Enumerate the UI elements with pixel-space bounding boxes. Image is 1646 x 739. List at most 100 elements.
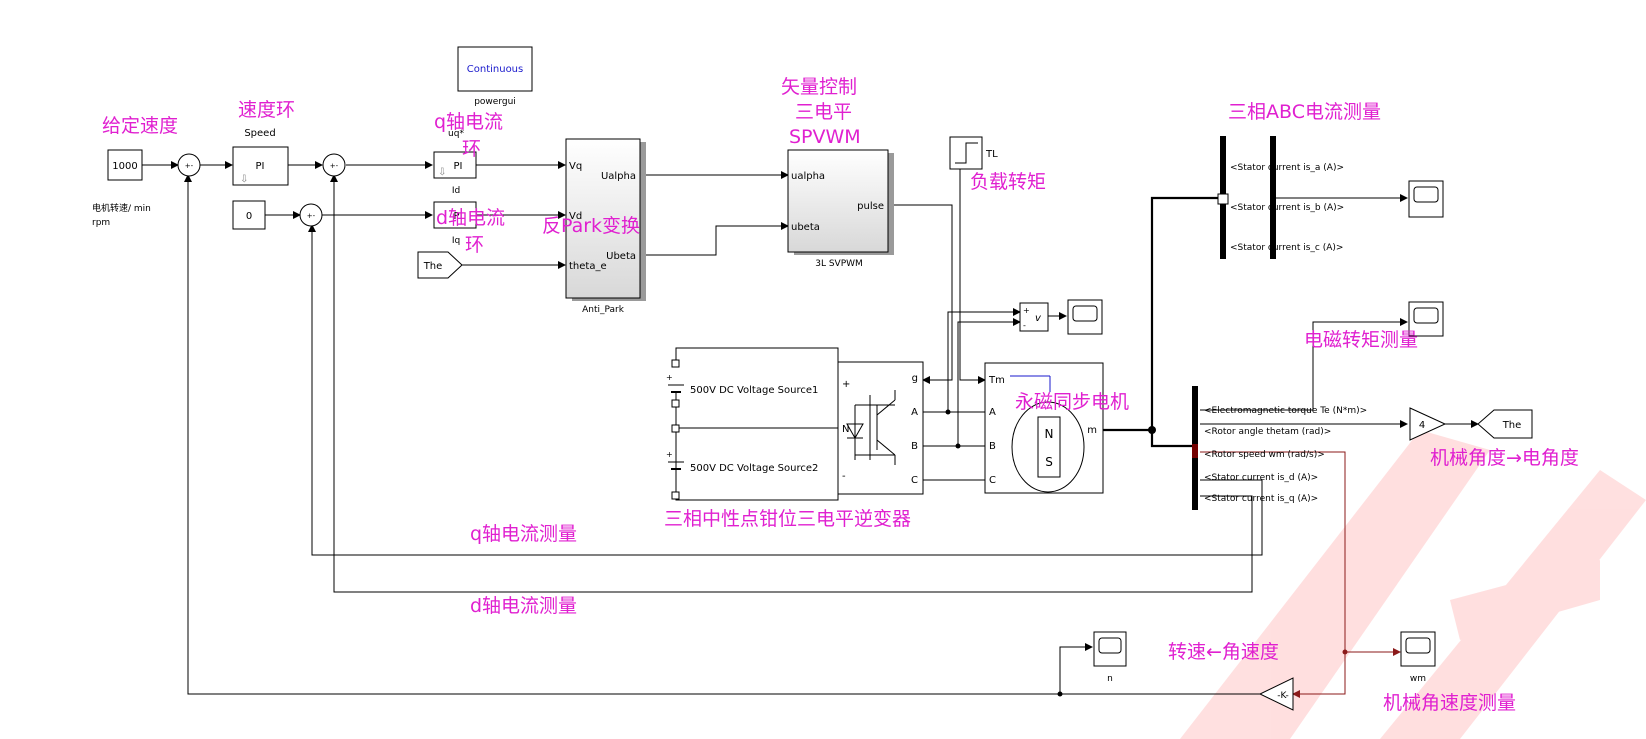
powergui-caption: powergui xyxy=(474,97,516,107)
speed-pi-block[interactable]: Speed PI ⇩ xyxy=(232,128,289,186)
anti-park-out-ualpha: Ualpha xyxy=(601,171,636,182)
scope-abc[interactable] xyxy=(1408,180,1444,218)
d-pi-label: PI xyxy=(454,211,463,222)
sum-block-d[interactable]: +- xyxy=(299,203,323,227)
dc-source-1[interactable]: + 500V DC Voltage Source1 xyxy=(666,373,818,396)
abc-bus-selector[interactable]: <Stator current is_a (A)> <Stator curren… xyxy=(1217,136,1344,259)
the-from-tag[interactable]: The xyxy=(417,251,463,279)
speed-reference-value: 1000 xyxy=(112,161,137,172)
d-current-pi-block[interactable]: PI Iq xyxy=(433,201,477,246)
signal-wires xyxy=(142,139,1479,698)
ann-vector-3: SPVWM xyxy=(789,126,861,148)
bus-motor-te: <Electromagnetic torque Te (N*m)> xyxy=(1204,406,1367,416)
bus-motor-thetam: <Rotor angle thetam (rad)> xyxy=(1204,427,1331,437)
ann-q-loop-2: 环 xyxy=(462,138,481,160)
ann-speed-loop: 速度环 xyxy=(238,99,295,121)
powergui-label: Continuous xyxy=(467,64,523,75)
ann-given-speed: 给定速度 xyxy=(102,115,178,137)
speed-reference-block[interactable]: 1000 电机转速/ min rpm xyxy=(92,149,151,228)
powergui-block[interactable]: Continuous powergui xyxy=(457,46,533,107)
sum-block-speed[interactable]: +- xyxy=(177,153,201,177)
inverter-port-a: A xyxy=(911,407,918,418)
bus-motor-wm: <Rotor speed wm (rad/s)> xyxy=(1204,450,1325,460)
inverter-port-g: g xyxy=(912,373,918,384)
q-current-pi-block[interactable]: uq* PI ⇩ Id xyxy=(433,129,477,196)
the-goto-tag[interactable]: The xyxy=(1477,409,1533,439)
ann-vector-1: 矢量控制 xyxy=(781,76,857,98)
pi-down-icon: ⇩ xyxy=(438,167,446,178)
q-pi-caption-bottom: Id xyxy=(452,186,460,196)
ann-torque-measure: 电磁转矩测量 xyxy=(1304,329,1418,351)
svpwm-in-ubeta: ubeta xyxy=(791,222,820,233)
ann-abc-measure: 三相ABC电流测量 xyxy=(1228,101,1381,123)
dc-source-2[interactable]: + 500V DC Voltage Source2 xyxy=(666,450,818,474)
q-pi-caption-top: uq* xyxy=(448,129,464,139)
bus-motor-isq: <Stator current is_q (A)> xyxy=(1204,494,1318,504)
scope-voltage[interactable] xyxy=(1067,299,1103,335)
bus-abc-signal-a: <Stator current is_a (A)> xyxy=(1230,163,1344,173)
motor-port-c: C xyxy=(989,475,996,486)
vmeter-plus: + xyxy=(1023,306,1030,315)
inverter-port-n: N xyxy=(842,424,849,435)
ann-wm-measure: 机械角速度测量 xyxy=(1383,692,1516,714)
the-from-label: The xyxy=(423,261,443,272)
svpwm-in-ualpha: ualpha xyxy=(791,171,825,182)
zero-constant-block[interactable]: 0 xyxy=(232,200,266,230)
motor-port-a: A xyxy=(989,407,996,418)
scope-wm[interactable]: wm xyxy=(1400,631,1436,684)
sum-sign: +- xyxy=(330,162,339,170)
motor-icon: N S xyxy=(1011,401,1085,493)
npc-inverter-block[interactable]: g + N - A B C xyxy=(837,361,924,495)
watermark xyxy=(1180,430,1646,739)
pi-down-icon: ⇩ xyxy=(240,174,248,185)
ann-speed-conv: 转速←角速度 xyxy=(1168,641,1279,663)
scope-n[interactable]: n xyxy=(1093,631,1127,684)
speed-pi-caption: Speed xyxy=(244,128,275,139)
svpwm-caption: 3L SVPWM xyxy=(815,259,863,269)
scope-torque[interactable] xyxy=(1408,301,1444,337)
voltage-measurement-block[interactable]: v + - xyxy=(1019,302,1049,332)
the-goto-label: The xyxy=(1502,420,1522,431)
motor-port-tm: Tm xyxy=(988,375,1005,386)
sum-block-q[interactable]: +- xyxy=(322,153,346,177)
ann-vector-2: 三电平 xyxy=(795,101,852,123)
load-torque-step-block[interactable]: TL xyxy=(949,136,998,170)
ann-q-measure: q轴电流测量 xyxy=(470,523,577,545)
gain-pole-pairs-label: 4 xyxy=(1419,420,1425,431)
gain-pole-pairs[interactable]: 4 xyxy=(1409,407,1447,441)
bus-motor-isd: <Stator current is_d (A)> xyxy=(1204,473,1318,483)
svg-text:+: + xyxy=(666,373,673,382)
anti-park-in-vq: Vq xyxy=(569,161,582,172)
svpwm-block[interactable]: ualpha ubeta pulse 3L SVPWM xyxy=(787,149,894,269)
anti-park-out-ubeta: Ubeta xyxy=(606,251,636,262)
ann-anti-park: 反Park变换 xyxy=(542,215,640,237)
vmeter-minus: - xyxy=(1023,321,1026,330)
anti-park-in-vd: Vd xyxy=(569,211,582,222)
igbt-icon xyxy=(846,390,896,465)
gain-k-label: -K- xyxy=(1277,691,1288,701)
dc-source-2-label: 500V DC Voltage Source2 xyxy=(690,463,818,474)
ann-angle-conv: 机械角度→电角度 xyxy=(1430,447,1579,469)
magnet-s: S xyxy=(1045,455,1053,469)
ann-pmsm: 永磁同步电机 xyxy=(1015,391,1129,413)
motor-bus-selector[interactable]: <Electromagnetic torque Te (N*m)> <Rotor… xyxy=(1192,386,1367,510)
d-pi-caption-bottom: Iq xyxy=(452,236,460,246)
dc-source-1-label: 500V DC Voltage Source1 xyxy=(690,385,818,396)
gain-speed-convert[interactable]: -K- xyxy=(1258,677,1294,711)
ann-d-measure: d轴电流测量 xyxy=(470,595,577,617)
ann-load-torque: 负载转矩 xyxy=(970,171,1046,193)
sum-sign: +- xyxy=(185,162,194,170)
scope-wm-caption: wm xyxy=(1410,674,1426,684)
anti-park-in-theta: theta_e xyxy=(569,261,607,272)
motor-port-b: B xyxy=(989,441,996,452)
bus-abc-signal-c: <Stator current is_c (A)> xyxy=(1230,243,1343,253)
sum-sign: +- xyxy=(307,212,316,220)
anti-park-block[interactable]: Vq Vd theta_e Ualpha Ubeta Anti_Park xyxy=(565,138,646,315)
load-torque-label: TL xyxy=(985,149,998,160)
pmsm-block[interactable]: Tm A B C m N S xyxy=(984,362,1104,494)
ann-q-loop-1: q轴电流 xyxy=(434,111,503,133)
inverter-port-minus: - xyxy=(842,471,846,482)
anti-park-caption: Anti_Park xyxy=(582,305,625,315)
dc-junctions xyxy=(671,359,680,500)
scope-n-caption: n xyxy=(1107,674,1113,684)
